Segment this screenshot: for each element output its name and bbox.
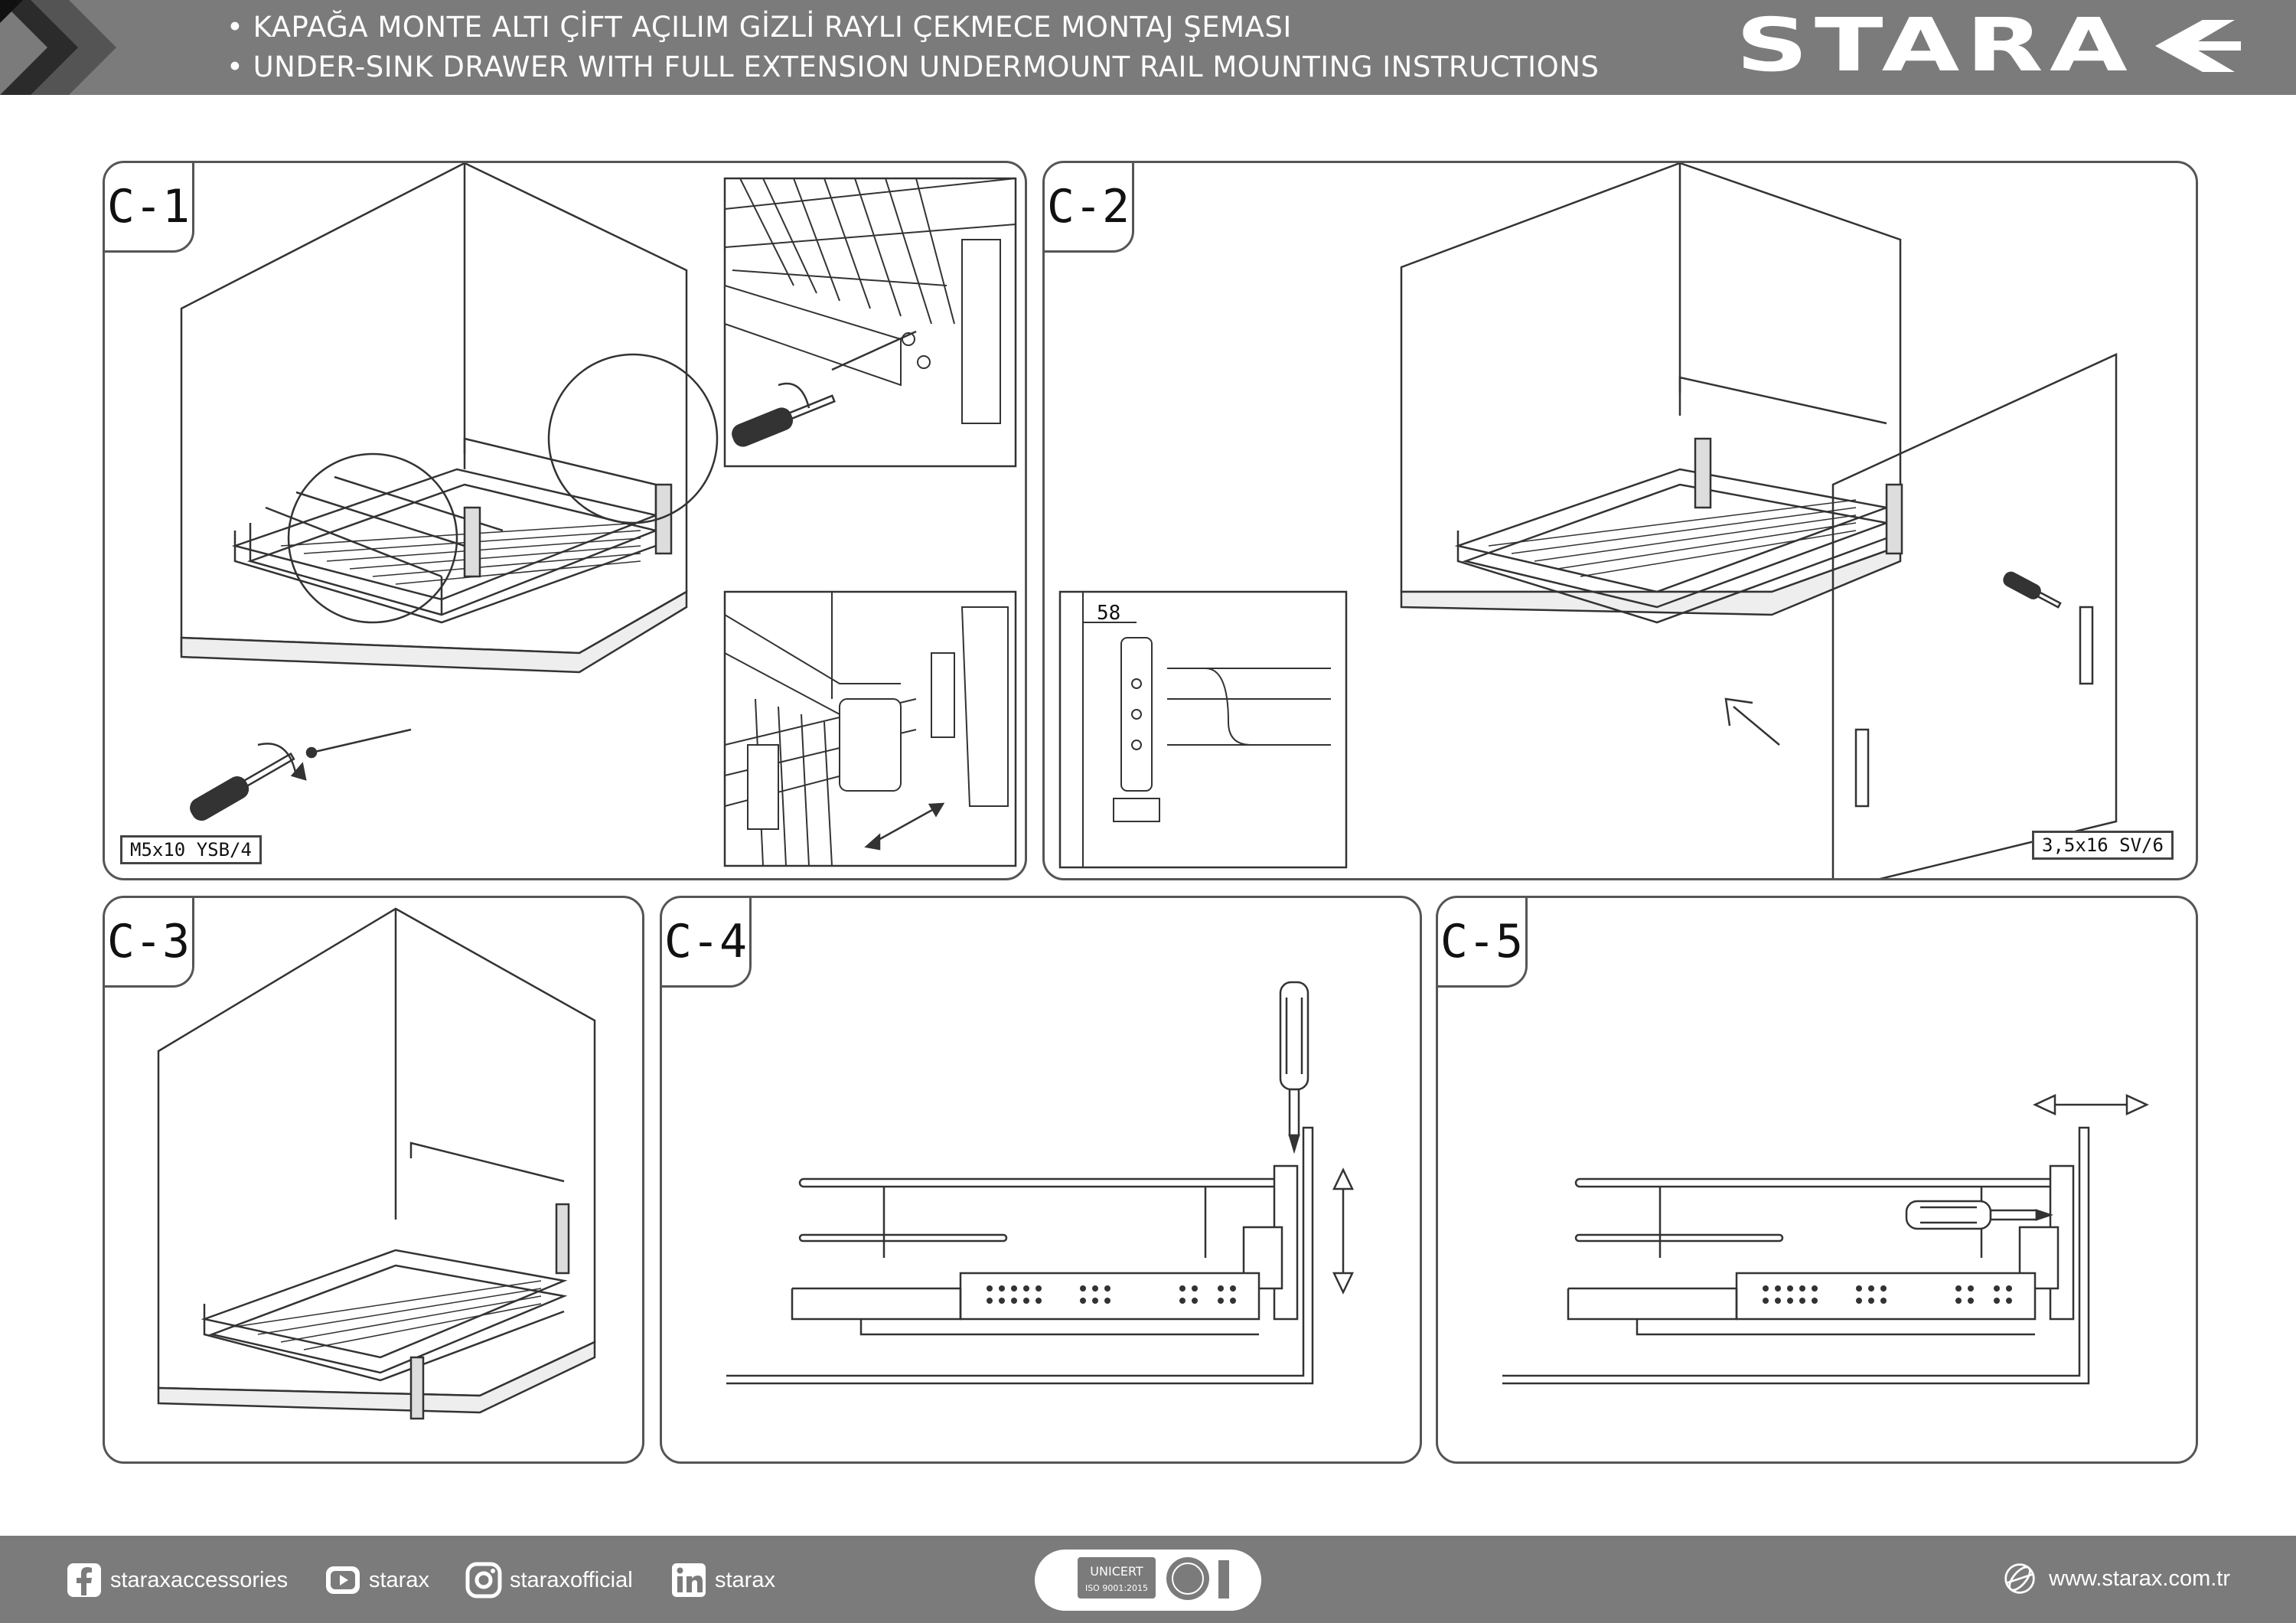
instagram-link[interactable]: staraxofficial <box>465 1562 633 1599</box>
step-label-c5: C-5 <box>1438 898 1528 988</box>
step-label-c1: C-1 <box>105 163 194 253</box>
linkedin-icon <box>672 1563 706 1597</box>
screw-spec-c1: M5x10 YSB/4 <box>120 835 262 864</box>
youtube-handle: starax <box>369 1567 429 1592</box>
facebook-handle: staraxaccessories <box>110 1567 289 1592</box>
c4-illustration <box>726 981 1354 1385</box>
step-label-c4: C-4 <box>662 898 752 988</box>
instagram-handle: staraxofficial <box>510 1567 633 1592</box>
c5-illustration <box>1502 1094 2149 1385</box>
panel-c3: C-3 <box>103 896 644 1464</box>
screw-spec-c2: 3,5x16 SV/6 <box>2032 831 2174 860</box>
dimension-58: 58 <box>1097 602 1120 625</box>
step-label-c3: C-3 <box>105 898 194 988</box>
website-link[interactable]: www.starax.com.tr <box>2003 1562 2230 1595</box>
panel-c5: C-5 <box>1436 896 2198 1464</box>
header-bar: • KAPAĞA MONTE ALTI ÇİFT AÇILIM GİZLİ RA… <box>0 0 2296 95</box>
linkedin-handle: starax <box>715 1567 775 1592</box>
globe-icon <box>2004 1563 2035 1594</box>
cert-iso: ISO 9001:2015 <box>1085 1583 1148 1593</box>
panel-c1: C-1 M5x10 YSB/4 <box>103 161 1027 880</box>
starax-logo: STARA <box>1736 12 2241 81</box>
website-url: www.starax.com.tr <box>2049 1566 2230 1591</box>
title-turkish: • KAPAĞA MONTE ALTI ÇİFT AÇILIM GİZLİ RA… <box>227 11 1292 44</box>
svg-text:STARA: STARA <box>1736 12 2134 81</box>
title-english: • UNDER-SINK DRAWER WITH FULL EXTENSION … <box>227 51 1600 83</box>
youtube-link[interactable]: starax <box>325 1562 429 1599</box>
step-label-c2: C-2 <box>1045 163 1134 253</box>
footer-bar: staraxaccessories starax staraxofficial … <box>0 1536 2296 1623</box>
panel-c4: C-4 <box>660 896 1422 1464</box>
panel-c2: 58 C-2 3,5x16 SV/6 <box>1042 161 2198 880</box>
facebook-icon <box>67 1563 101 1597</box>
instagram-icon <box>465 1562 502 1599</box>
cert-name: UNICERT <box>1090 1564 1143 1579</box>
c2-illustration: 58 <box>1058 163 2118 878</box>
facebook-link[interactable]: staraxaccessories <box>66 1562 288 1599</box>
c1-illustration <box>180 163 1017 867</box>
linkedin-link[interactable]: starax <box>670 1562 775 1599</box>
certificate-badge: UNICERT ISO 9001:2015 <box>1035 1550 1261 1611</box>
chevron-decoration-icon <box>0 0 116 95</box>
c3-illustration <box>157 907 596 1420</box>
youtube-icon <box>326 1566 360 1594</box>
